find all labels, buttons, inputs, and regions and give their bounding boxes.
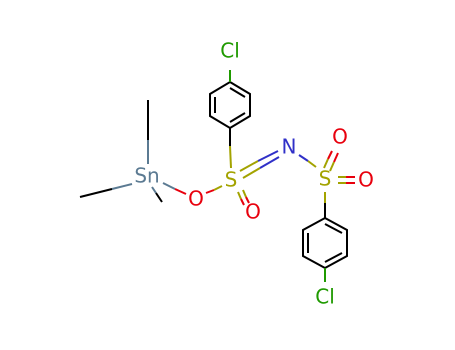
bond-n-s-sulfur: [307, 160, 317, 168]
bond-so-top-s-2: [329, 161, 335, 172]
bottom-ring-inner-2: [324, 252, 343, 263]
bond-sn-me-down-c: [155, 192, 163, 203]
top-chlorophenyl-ring: [209, 70, 251, 169]
bond-s-n-nitrogen-2: [259, 156, 280, 169]
sn-o-s-linkage: [162, 182, 223, 195]
bond-sn-o-tin: [162, 182, 176, 190]
bond-s-o-sulfur-2: [242, 189, 247, 198]
bond-sn-me-down-tin: [151, 186, 157, 194]
n-s-right-bond: [298, 154, 317, 168]
bond-top-ring-s-s: [229, 145, 232, 169]
bond-so-top-o-2: [333, 152, 339, 163]
atom-label-s-right: S: [319, 167, 332, 191]
bond-o-s-sulfur: [213, 185, 223, 191]
bond-s-n-sulfur-2: [242, 167, 261, 179]
bond-s-o-sulfur-1: [237, 191, 242, 200]
bond-s-n-sulfur-1: [239, 160, 259, 172]
sn-methyl-bonds: [79, 100, 163, 203]
bond-s-n-nitrogen-1: [257, 150, 279, 162]
bond-n-s-nitrogen: [298, 154, 309, 162]
bond-s-o-oxygen-1: [240, 198, 245, 206]
atom-label-s-left: S: [225, 168, 238, 192]
bottom-chlorophenyl-ring: [302, 192, 348, 282]
top-ring-inner-2: [229, 112, 246, 123]
left-sulfur-bonds: [237, 150, 280, 206]
top-ring-inner-1: [229, 87, 246, 98]
bottom-benzene-ring: [302, 216, 348, 270]
bond-s-o-oxygen-2: [245, 196, 250, 204]
bond-so-top-o-1: [327, 150, 333, 160]
atom-labels: Cl Sn O S O N S O O Cl: [134, 39, 374, 309]
atom-label-o-s-right-top: O: [332, 125, 348, 149]
atom-label-o-s-right-side: O: [358, 168, 374, 192]
bond-sn-me-left-tin: [111, 183, 133, 190]
bond-so-top-s-1: [323, 158, 329, 169]
atom-label-n: N: [282, 135, 297, 159]
right-sulfur-bonds: [323, 150, 355, 184]
atom-label-cl-bottom: Cl: [315, 285, 335, 309]
atom-label-cl-top: Cl: [220, 39, 240, 63]
bond-sn-o-oxygen: [174, 188, 187, 195]
bond-o-s-oxygen: [205, 189, 215, 194]
atom-label-sn: Sn: [134, 164, 159, 188]
atom-label-o-ester: O: [188, 187, 204, 211]
bond-sn-me-left-c: [79, 188, 113, 198]
atom-label-o-s-left: O: [245, 200, 261, 224]
bottom-ring-inner-1: [324, 223, 343, 234]
